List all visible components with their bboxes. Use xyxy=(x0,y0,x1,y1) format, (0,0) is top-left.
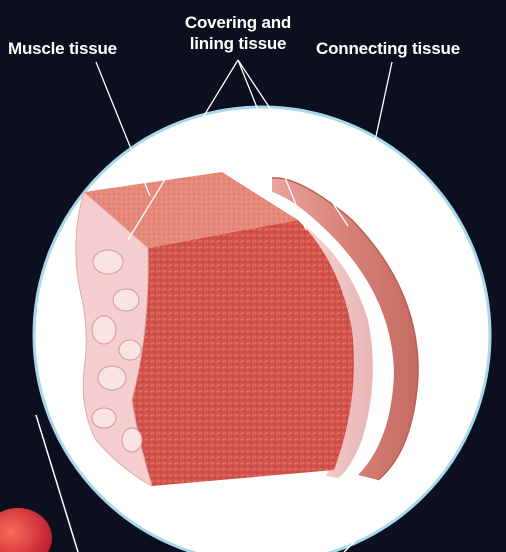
lining-cell xyxy=(113,289,139,311)
label-covering-line2: lining tissue xyxy=(168,33,308,54)
label-muscle-tissue: Muscle tissue xyxy=(8,38,117,59)
label-covering-line1: Covering and xyxy=(168,12,308,33)
lining-cell xyxy=(93,250,123,274)
lining-cell xyxy=(119,340,141,360)
lining-cell xyxy=(92,316,116,344)
organ-fragment xyxy=(0,508,52,552)
lining-cell xyxy=(122,428,142,452)
lining-cell xyxy=(98,366,126,390)
label-connecting-tissue: Connecting tissue xyxy=(316,38,460,59)
lining-cell xyxy=(92,408,116,428)
label-covering-lining-tissue: Covering and lining tissue xyxy=(168,12,308,54)
muscle-front-face xyxy=(130,220,354,486)
